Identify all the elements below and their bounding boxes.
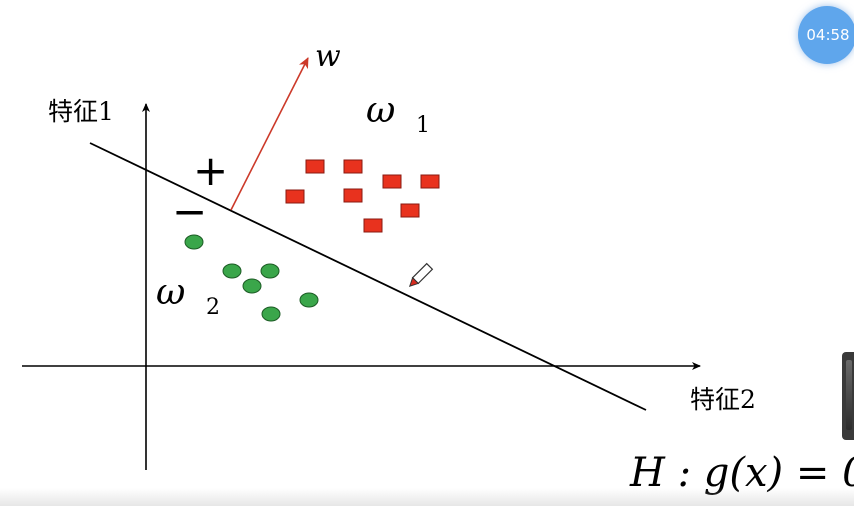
class2-sample bbox=[222, 263, 242, 279]
normal-vector-w bbox=[230, 57, 309, 211]
feature2-axis-label: 特征2 bbox=[690, 385, 756, 414]
bottom-edge-shadow bbox=[0, 488, 854, 506]
class1-sample bbox=[382, 174, 402, 189]
class1-sample bbox=[400, 203, 420, 218]
plus-side-label: + bbox=[193, 146, 228, 195]
class2-samples bbox=[184, 234, 319, 322]
class2-sample bbox=[184, 234, 204, 250]
hyperplane-formula: H : g(x) = 0 bbox=[629, 450, 854, 496]
class1-sample bbox=[343, 159, 363, 174]
class1-sample bbox=[420, 174, 440, 189]
pen-cursor-icon bbox=[408, 262, 434, 288]
omega2-subscript: 2 bbox=[206, 295, 220, 320]
class2-sample bbox=[299, 292, 319, 308]
omega2-label: ω bbox=[156, 272, 185, 313]
feature1-axis-label: 特征1 bbox=[48, 97, 114, 126]
class1-samples bbox=[285, 159, 440, 233]
side-panel-handle[interactable] bbox=[842, 352, 854, 440]
class1-sample bbox=[363, 218, 383, 233]
w-label: w bbox=[315, 39, 341, 74]
class1-sample bbox=[305, 159, 325, 174]
timer-text: 04:58 bbox=[806, 26, 850, 44]
omega1-subscript: 1 bbox=[416, 113, 430, 138]
class1-sample bbox=[285, 189, 305, 204]
decision-boundary-line bbox=[89, 142, 647, 411]
class2-sample bbox=[242, 278, 262, 294]
class2-sample bbox=[260, 263, 280, 279]
class2-sample bbox=[261, 306, 281, 322]
class1-sample bbox=[343, 188, 363, 203]
recording-timer-badge[interactable]: 04:58 bbox=[798, 6, 854, 64]
minus-side-label: − bbox=[172, 187, 207, 236]
omega1-label: ω bbox=[366, 90, 395, 131]
